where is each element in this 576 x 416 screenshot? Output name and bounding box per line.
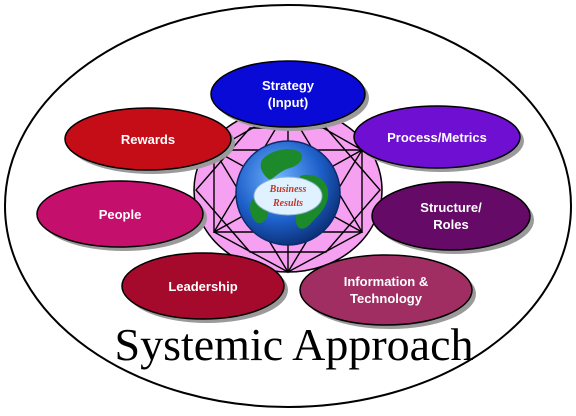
node-leadership-label: Leadership	[168, 279, 237, 294]
node-strategy: Strategy (Input)	[210, 60, 369, 131]
core-label-line1: Business	[269, 184, 307, 195]
core-label-line2: Results	[272, 198, 303, 209]
node-people: People	[36, 180, 207, 251]
node-process-metrics: Process/Metrics	[353, 105, 524, 172]
node-structure-roles-label-line1: Structure/	[420, 200, 482, 215]
node-structure-roles-label-line2: Roles	[433, 217, 468, 232]
diagram-title: Systemic Approach	[115, 319, 474, 370]
node-information-technology-label-line1: Information &	[344, 274, 429, 289]
node-rewards: Rewards	[64, 107, 235, 174]
node-information-technology: Information & Technology	[299, 254, 476, 329]
node-process-metrics-label: Process/Metrics	[387, 130, 487, 145]
node-structure-roles: Structure/ Roles	[371, 181, 534, 254]
node-strategy-label-line2: (Input)	[268, 95, 308, 110]
node-information-technology-label-line2: Technology	[350, 291, 423, 306]
core-badge	[253, 176, 323, 216]
node-rewards-label: Rewards	[121, 132, 175, 147]
node-people-label: People	[99, 207, 142, 222]
node-leadership: Leadership	[121, 252, 288, 323]
node-strategy-label-line1: Strategy	[262, 78, 315, 93]
